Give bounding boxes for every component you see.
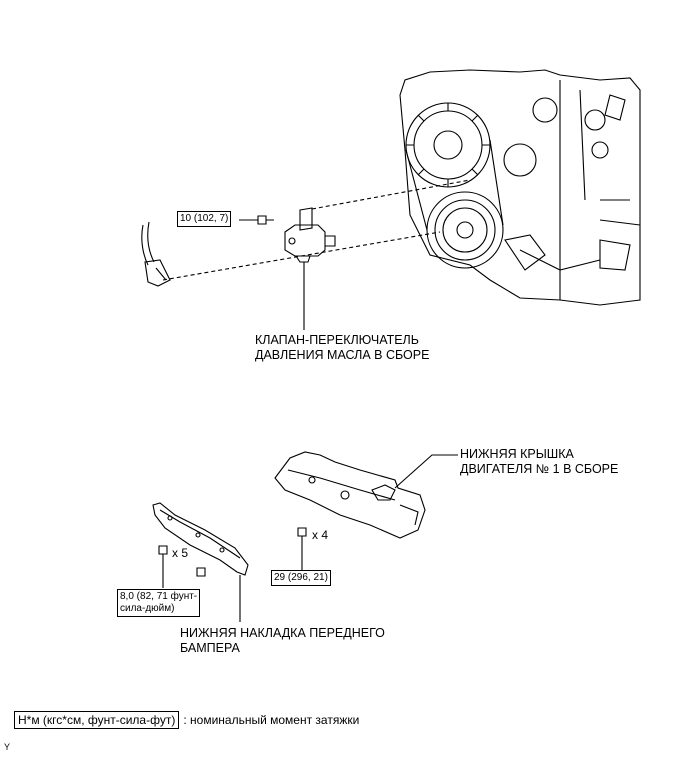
valve-illustration: [257, 207, 336, 263]
bumper-torque-line2: сила-дюйм): [120, 603, 175, 614]
cover-illustration: [274, 451, 426, 539]
valve-label-line1: КЛАПАН-ПЕРЕКЛЮЧАТЕЛЬ: [255, 333, 419, 347]
cover-bolt-quantity: x 4: [312, 528, 329, 542]
bumper-label-line1: НИЖНЯЯ НАКЛАДКА ПЕРЕДНЕГО: [180, 626, 385, 640]
legend-box: Н*м (кгс*см, фунт-сила-фут): [14, 711, 180, 729]
bumper-pad-illustration: [152, 502, 249, 576]
valve-label-line2: ДАВЛЕНИЯ МАСЛА В СБОРЕ: [255, 348, 430, 362]
engine-illustration: [399, 69, 641, 306]
bumper-torque-box: 8,0 (82, 71 фунт- сила-дюйм): [117, 589, 201, 617]
bumper-label: НИЖНЯЯ НАКЛАДКА ПЕРЕДНЕГО БАМПЕРА: [180, 626, 385, 656]
valve-torque-box: 10 (102, 7): [177, 211, 232, 227]
bumper-label-line2: БАМПЕРА: [180, 641, 240, 655]
figure-code: Y: [4, 742, 11, 752]
valve-label: КЛАПАН-ПЕРЕКЛЮЧАТЕЛЬ ДАВЛЕНИЯ МАСЛА В СБ…: [255, 333, 429, 363]
cover-label-line2: ДВИГАТЕЛЯ № 1 В СБОРЕ: [460, 462, 619, 476]
connector-illustration: [141, 221, 171, 287]
legend-text: : номинальный момент затяжки: [183, 713, 360, 727]
cover-label: НИЖНЯЯ КРЫШКА ДВИГАТЕЛЯ № 1 В СБОРЕ: [460, 447, 618, 477]
torque-legend: Н*м (кгс*см, фунт-сила-фут) : номинальны…: [14, 711, 359, 729]
cover-label-line1: НИЖНЯЯ КРЫШКА: [460, 447, 574, 461]
cover-torque-box: 29 (296, 21): [271, 570, 331, 586]
bumper-bolt-quantity: x 5: [172, 546, 189, 560]
bumper-torque-line1: 8,0 (82, 71 фунт-: [120, 591, 198, 602]
